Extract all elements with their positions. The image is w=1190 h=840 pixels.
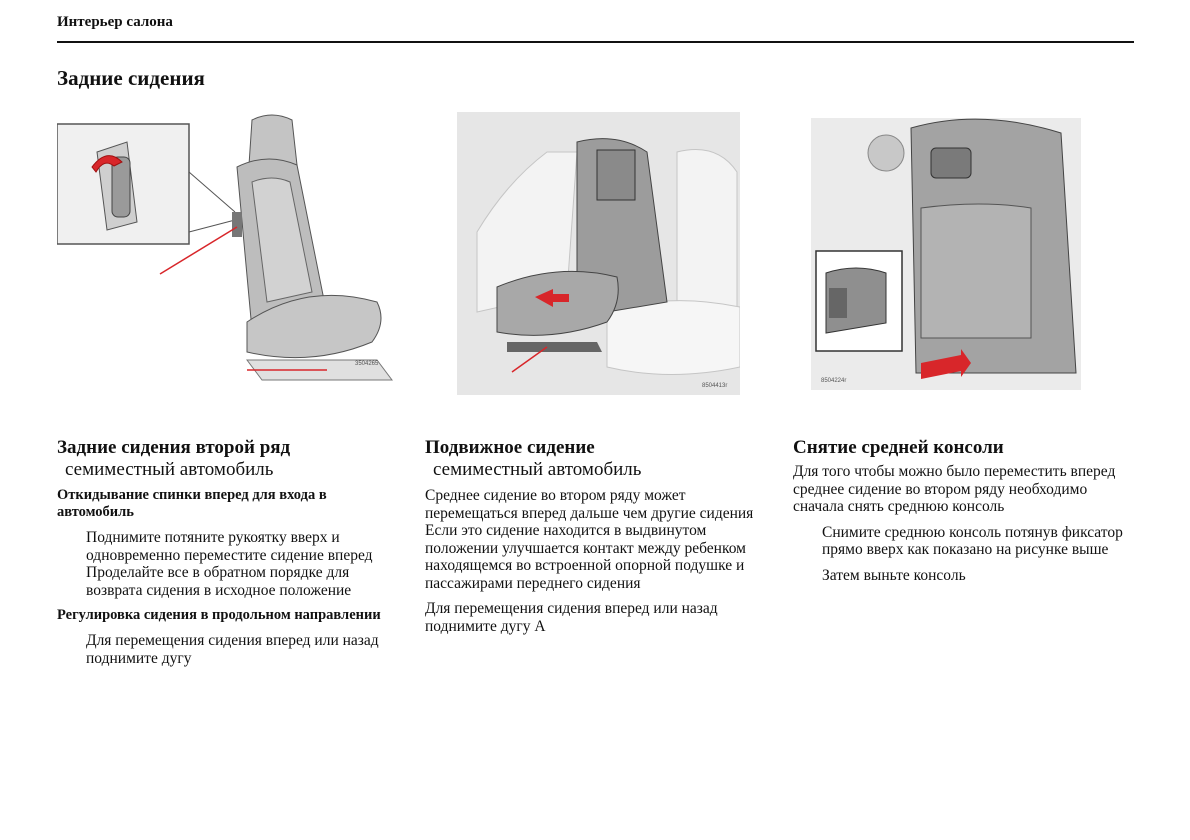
- header-rule: [57, 41, 1134, 43]
- paragraph: Затем выньте консоль: [822, 566, 966, 584]
- figure-movable-seat: 8504413r: [457, 112, 740, 395]
- console-removal-illustration: 8504224r: [811, 118, 1081, 390]
- subheading-fold-forward: Откидывание спинки вперед для входа в ав…: [57, 487, 327, 520]
- section-title: Подвижное сидение: [425, 437, 595, 458]
- column-second-row-seats: Задние сидения второй ряд семиместный ав…: [57, 437, 402, 675]
- column-movable-seat: Подвижное сидение семиместный автомобиль…: [425, 437, 775, 643]
- figure-code: 3504265: [355, 361, 379, 367]
- page-title: Задние сидения: [57, 66, 205, 90]
- paragraph: Снимите среднюю консоль потянув фиксатор…: [822, 523, 1123, 559]
- column-console-removal: Снятие средней консоли Для того чтобы мо…: [793, 437, 1133, 592]
- paragraph: Для того чтобы можно было переместить вп…: [793, 463, 1116, 515]
- subheading-longitudinal: Регулировка сидения в продольном направл…: [57, 607, 381, 623]
- figure-code: 8504413r: [702, 383, 727, 389]
- figure-console-removal: 8504224r: [811, 118, 1081, 390]
- figure-code: 8504224r: [821, 378, 846, 384]
- figure-rear-seat: 3504265: [57, 112, 402, 395]
- movable-seat-illustration: 8504413r: [457, 112, 740, 395]
- section-subtitle: семиместный автомобиль: [65, 459, 274, 480]
- paragraph: Для перемещения сидения вперед или назад…: [425, 600, 718, 635]
- section-title: Снятие средней консоли: [793, 437, 1004, 458]
- section-subtitle: семиместный автомобиль: [433, 459, 642, 480]
- page-header: Интерьер салона: [57, 14, 173, 30]
- paragraph: Поднимите потяните рукоятку вверх и одно…: [86, 529, 373, 599]
- rear-seat-illustration: 3504265: [57, 114, 393, 381]
- paragraph: Среднее сидение во втором ряду может пер…: [425, 487, 754, 592]
- section-title: Задние сидения второй ряд: [57, 437, 291, 458]
- paragraph: Для перемещения сидения вперед или назад…: [86, 632, 379, 667]
